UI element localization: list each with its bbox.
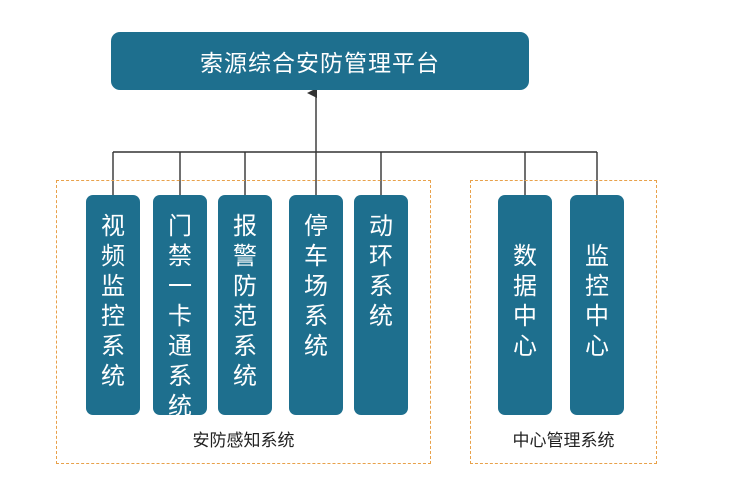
subsystem-alarm-label: 报警防范系统 (233, 212, 257, 390)
subsystem-environment: 动环系统 (354, 195, 408, 415)
subsystem-data-center-label: 数据中心 (513, 242, 537, 360)
group-center-management-label: 中心管理系统 (512, 431, 615, 451)
subsystem-environment-label: 动环系统 (369, 212, 393, 330)
subsystem-access-card: 门禁一卡通系统 (153, 195, 207, 420)
subsystem-video-surveillance: 视频监控系统 (86, 195, 140, 415)
subsystem-monitor-center: 监控中心 (570, 195, 624, 415)
subsystem-monitor-center-label: 监控中心 (585, 242, 609, 360)
subsystem-parking: 停车场系统 (289, 195, 343, 415)
group-security-sensing-label: 安防感知系统 (192, 431, 295, 451)
root-platform-box: 索源综合安防管理平台 (111, 32, 529, 90)
root-platform-label: 索源综合安防管理平台 (200, 51, 440, 77)
group-security-sensing: 安防感知系统 (56, 180, 431, 464)
subsystem-alarm: 报警防范系统 (218, 195, 272, 415)
subsystem-video-surveillance-label: 视频监控系统 (101, 212, 125, 390)
group-center-management: 中心管理系统 (470, 180, 657, 464)
subsystem-data-center: 数据中心 (498, 195, 552, 415)
subsystem-parking-label: 停车场系统 (304, 212, 328, 360)
subsystem-access-card-label: 门禁一卡通系统 (168, 212, 192, 420)
